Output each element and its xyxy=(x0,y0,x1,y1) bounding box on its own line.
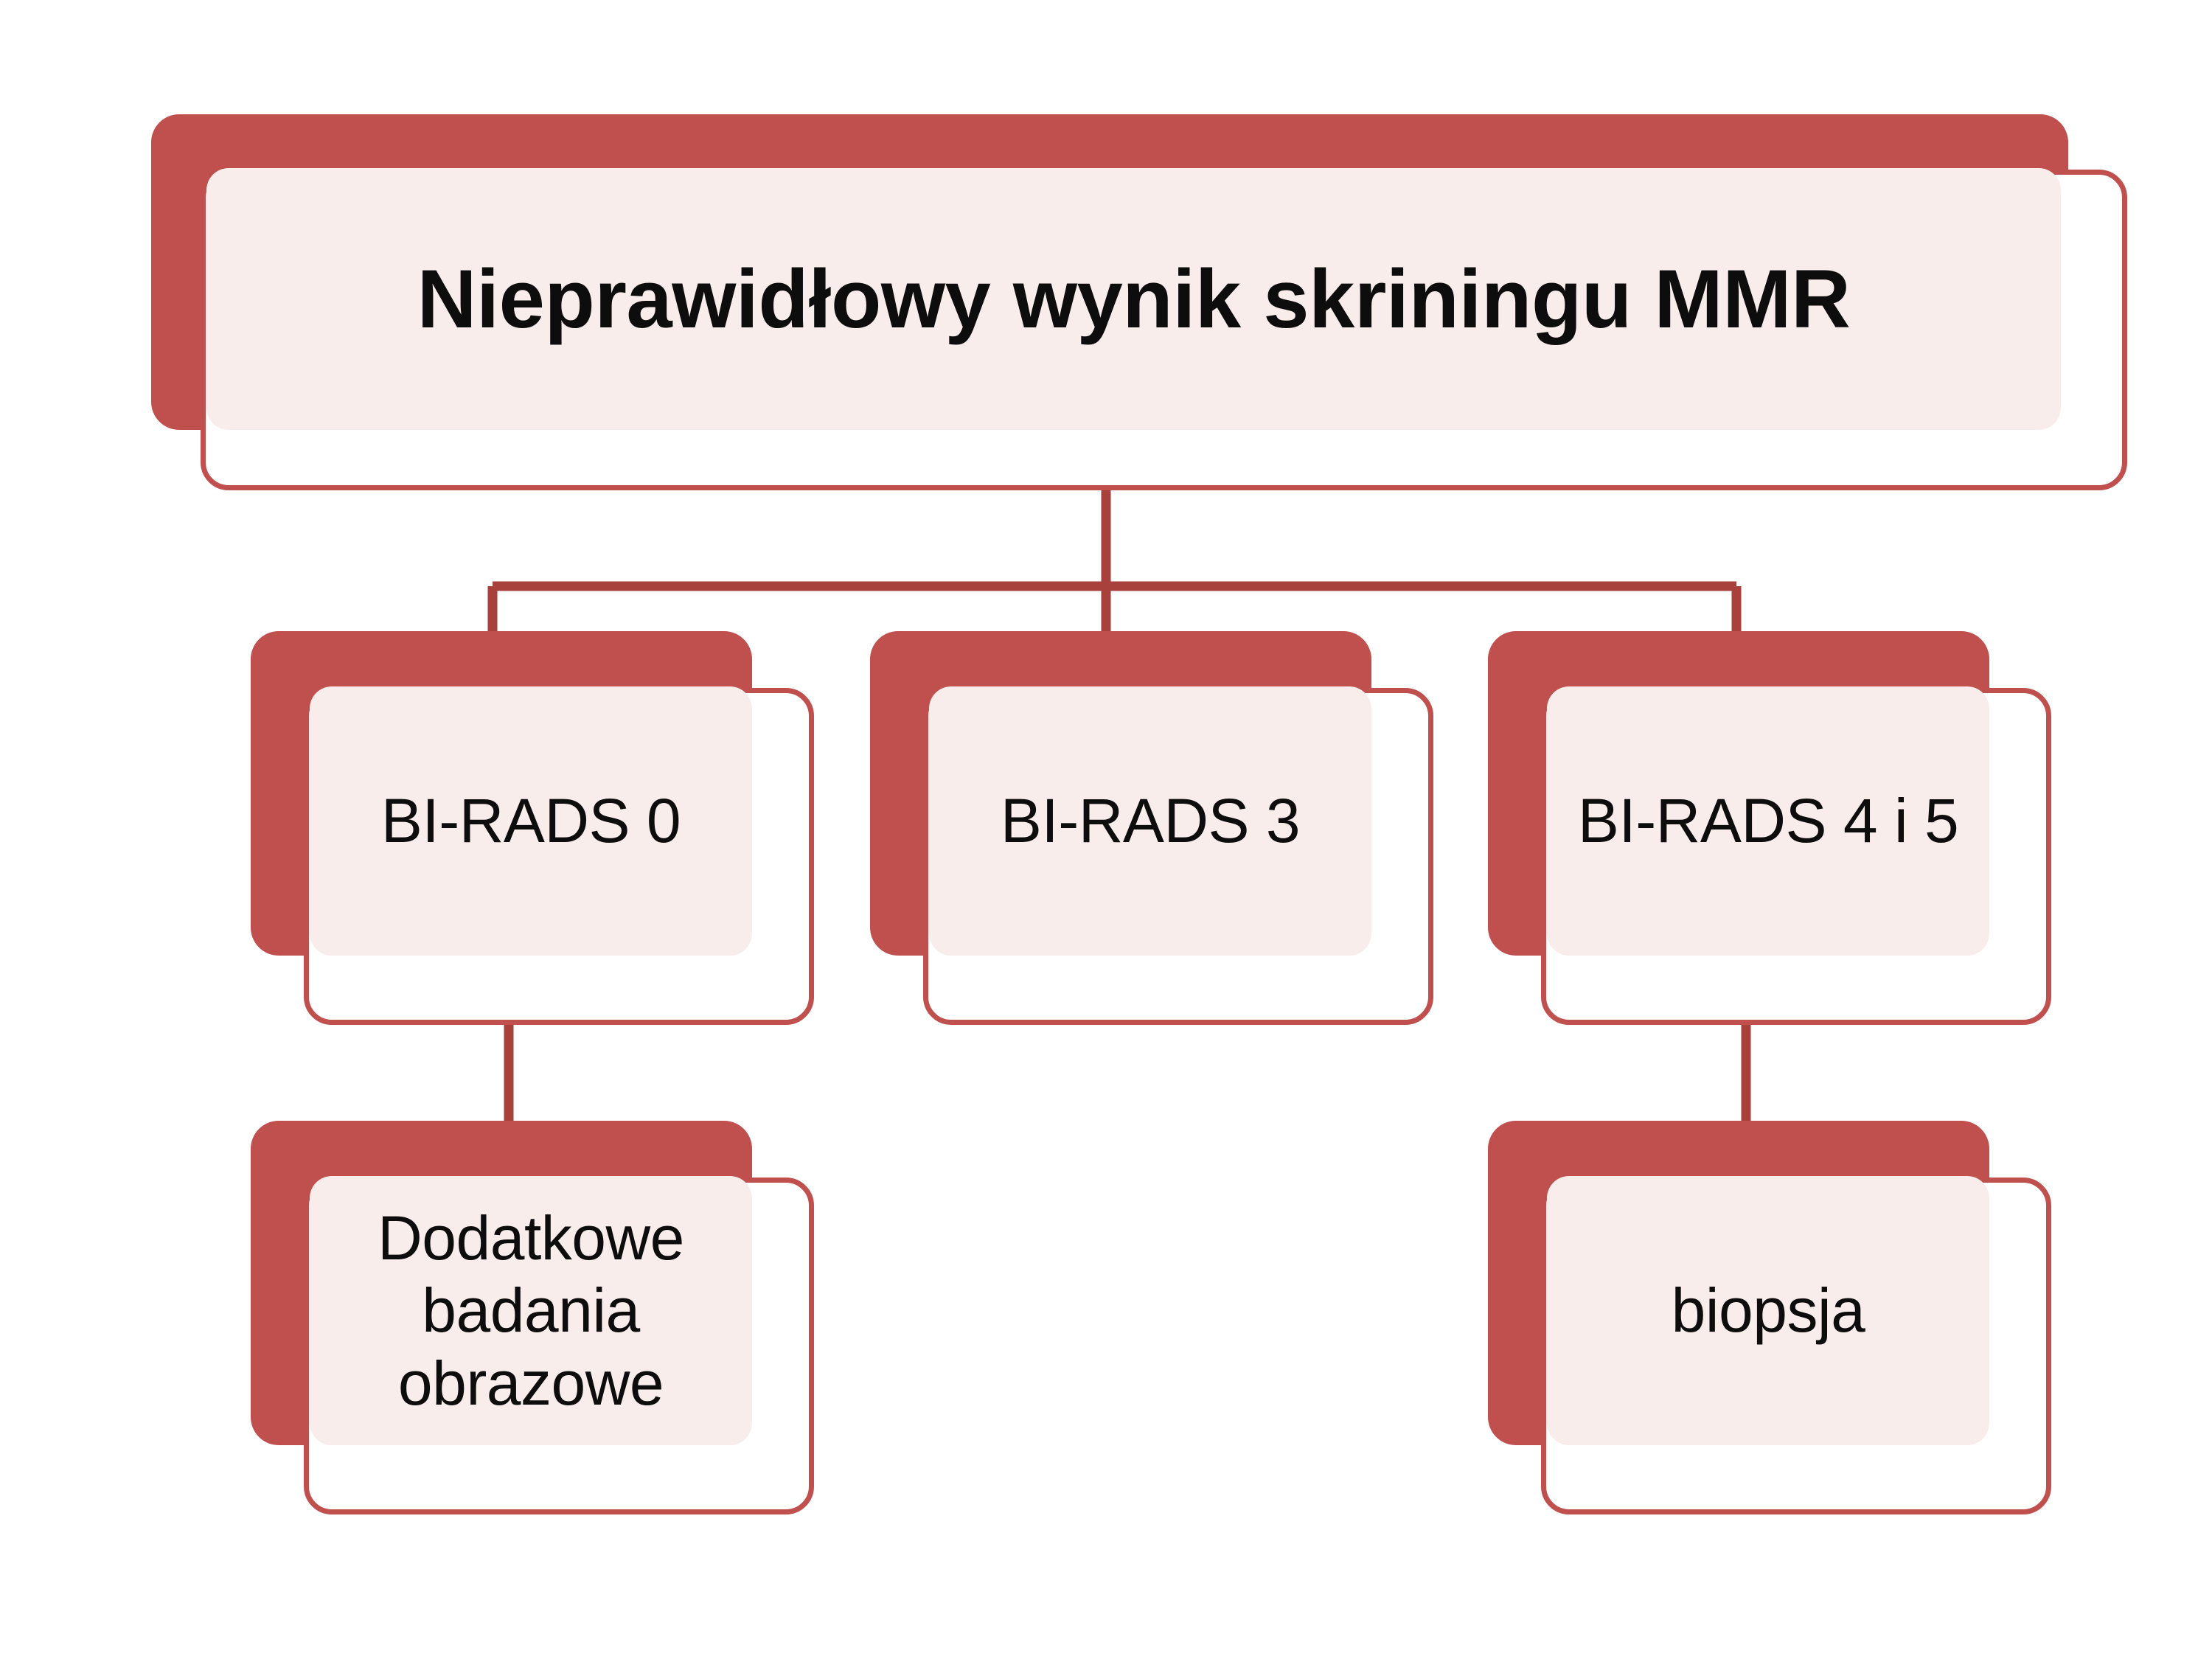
node-birads-3-label: BI-RADS 3 xyxy=(1000,786,1301,856)
node-additional-imaging-inner-fill xyxy=(310,1176,752,1445)
node-root-label: Nieprawidłowy wynik skriningu MMR xyxy=(417,252,1851,345)
node-root-inner-fill xyxy=(206,168,2061,430)
node-birads-3-inner-fill xyxy=(929,686,1371,956)
node-birads-0-label: BI-RADS 0 xyxy=(380,786,681,856)
node-birads-0[interactable]: BI-RADS 0 xyxy=(251,631,814,1029)
node-birads-4-and-5-label: BI-RADS 4 i 5 xyxy=(1577,786,1959,856)
node-additional-imaging-label: Dodatkowe badania obrazowe xyxy=(378,1203,684,1418)
node-birads-0-inner-fill xyxy=(310,686,752,956)
node-additional-imaging[interactable]: Dodatkowe badania obrazowe xyxy=(251,1121,814,1519)
node-biopsy[interactable]: biopsja xyxy=(1488,1121,2078,1519)
node-birads-4-and-5-inner-fill xyxy=(1547,686,1989,956)
node-birads-3[interactable]: BI-RADS 3 xyxy=(870,631,1433,1029)
node-birads-4-and-5[interactable]: BI-RADS 4 i 5 xyxy=(1488,631,2078,1029)
node-biopsy-label: biopsja xyxy=(1671,1276,1865,1346)
node-root[interactable]: Nieprawidłowy wynik skriningu MMR xyxy=(151,114,2127,490)
node-biopsy-inner-fill xyxy=(1547,1176,1989,1445)
